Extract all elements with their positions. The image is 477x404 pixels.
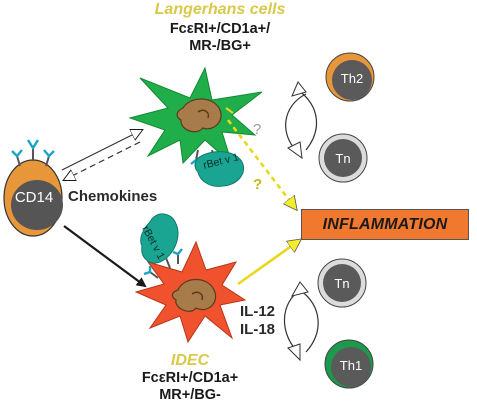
tn-bottom-cell (317, 258, 367, 308)
arrow-cd14-idec (63, 225, 147, 288)
cd14-label: CD14 (14, 189, 54, 206)
tn-bottom-label: Tn (334, 276, 350, 291)
tn-top-cell (318, 133, 368, 183)
curved-arrow-th2 (285, 81, 318, 160)
idec-markers-line1: FcεRI+/CD1a+ (141, 370, 239, 386)
yellow-tick (225, 107, 234, 114)
th1-cell (324, 339, 374, 389)
idec-nucleus (171, 278, 217, 312)
chemokines-label: Chemokines (68, 188, 158, 205)
allergen-top (194, 151, 244, 187)
curved-arrow-th1 (283, 281, 319, 362)
th2-label: Th2 (340, 71, 364, 86)
cytokine-il12: IL-12 (240, 303, 276, 320)
arrow-cd14-langerhans (61, 130, 142, 180)
langerhans-title: Langerhans cells (154, 1, 286, 18)
cd14-cell (3, 139, 63, 237)
th1-label: Th1 (339, 358, 363, 373)
allergen-bottom (140, 213, 179, 264)
idec-markers-line2: MR+/BG- (159, 387, 221, 403)
langerhans-nucleus (176, 98, 222, 133)
th2-cell (325, 52, 375, 102)
question-mark-1: ? (253, 121, 262, 138)
tn-top-label: Tn (335, 151, 351, 166)
cd14-receptor-icon (11, 139, 55, 167)
question-mark-2: ? (253, 176, 263, 193)
inflammation-label: INFLAMMATION (322, 215, 448, 233)
langerhans-markers-line2: MR-/BG+ (189, 38, 251, 54)
inflammation-box: INFLAMMATION (301, 209, 469, 240)
langerhans-cell (128, 66, 263, 166)
cytokine-il18: IL-18 (240, 321, 276, 338)
arrow-idec-inflammation (237, 240, 300, 286)
langerhans-markers-line1: FcεRI+/CD1a+/ (169, 21, 271, 37)
idec-cell (134, 240, 247, 344)
arrow-langerhans-inflammation (226, 119, 296, 209)
idec-title: IDEC (170, 352, 210, 369)
